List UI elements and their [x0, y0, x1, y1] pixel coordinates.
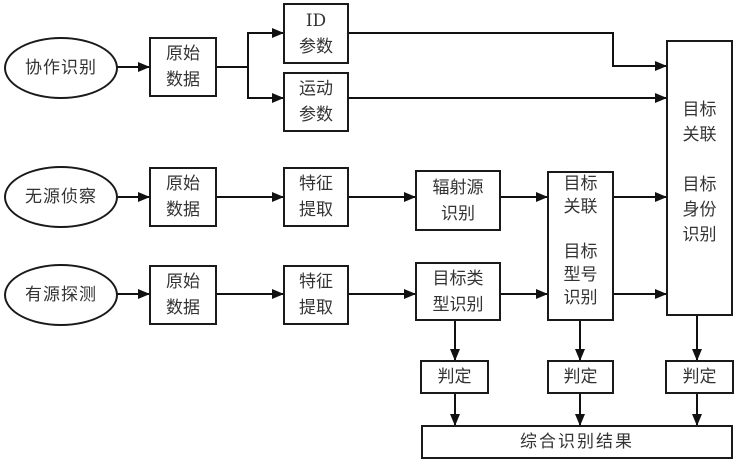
- target-association-identity-identification-box: 目标 关联 目标 身份 识别: [666, 40, 733, 316]
- raw-data-box-1: 原始 数据: [149, 37, 217, 97]
- judgment-box-3: 判定: [665, 360, 734, 394]
- right-target-association-label: 目标 关联: [682, 100, 717, 145]
- target-class-identification-box: 目标类 型识别: [415, 262, 501, 321]
- mid-target-association-label: 目标 关联: [563, 174, 598, 217]
- raw-data-box-3: 原始 数据: [149, 265, 217, 325]
- judgment-box-1: 判定: [420, 360, 489, 394]
- source-cooperative-identification: 协作识别: [4, 37, 118, 99]
- arrow-raw1-to-motion-param: [247, 67, 284, 103]
- source-active-detection: 有源探测: [4, 264, 118, 326]
- right-target-identity-identification-label: 目标 身份 识别: [682, 175, 717, 245]
- emitter-identification-box: 辐射源 识别: [415, 170, 501, 231]
- feature-extraction-box-1: 特征 提取: [283, 167, 349, 227]
- raw-data-box-2: 原始 数据: [149, 167, 217, 227]
- feature-extraction-box-2: 特征 提取: [283, 265, 349, 325]
- motion-parameter-box: 运动 参数: [283, 72, 349, 132]
- source-passive-reconnaissance: 无源侦察: [4, 166, 118, 228]
- id-parameter-box: ID 参数: [283, 3, 349, 64]
- target-association-model-identification-box: 目标 关联 目标 型号 识别: [547, 171, 614, 321]
- judgment-box-2: 判定: [547, 360, 614, 394]
- arrow-raw1-to-id-param: [216, 28, 284, 68]
- comprehensive-identification-result-box: 综合识别结果: [421, 425, 733, 459]
- mid-target-model-identification-label: 目标 型号 识别: [563, 242, 598, 308]
- arrow-id-param-to-right-box: [348, 32, 667, 71]
